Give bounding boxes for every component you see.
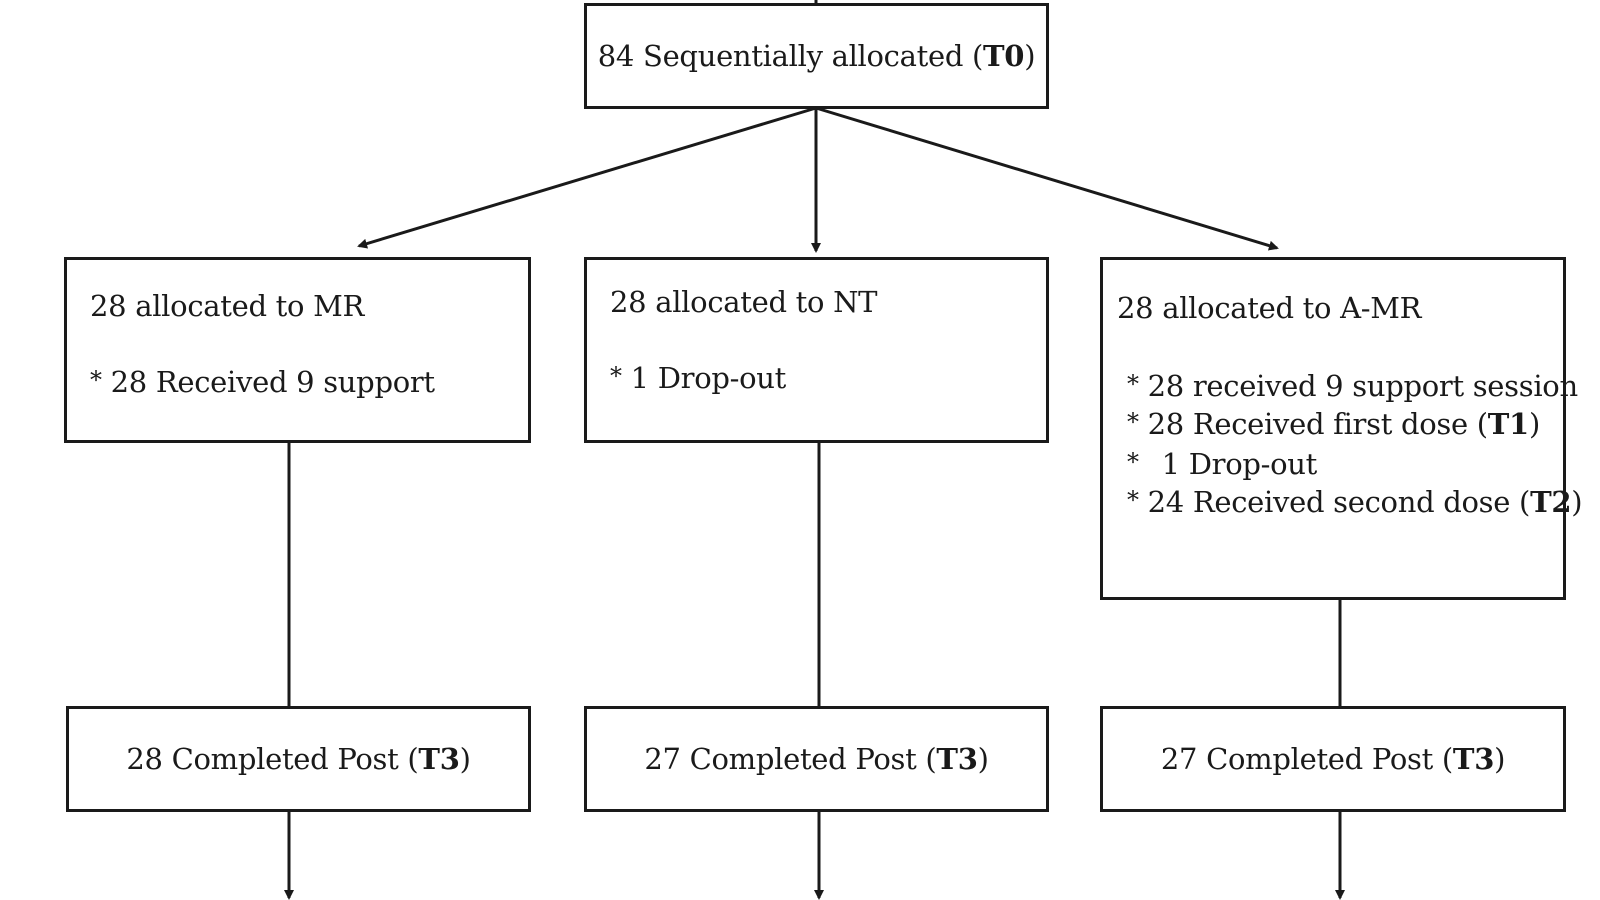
arrow-to-mr: [357, 106, 817, 249]
amr-second-dose-close: ): [1571, 485, 1583, 519]
amr-item-support: * 28 received 9 support session: [1127, 372, 1578, 401]
bullet-star: *: [1127, 486, 1139, 514]
amr-item-dropout: * 1 Drop-out: [1127, 450, 1317, 479]
mr-post-text: 28 Completed Post (: [126, 742, 419, 776]
amr-dropout-text: 1 Drop-out: [1161, 447, 1318, 481]
bullet-star: *: [1127, 408, 1139, 436]
amr-first-dose-text: 28 Received first dose (: [1147, 407, 1488, 441]
bullet-star: *: [610, 362, 622, 390]
amr-first-dose-code: T1: [1487, 407, 1529, 441]
allocation-label: 84 Sequentially allocated (T0): [587, 6, 1046, 106]
nt-post-code: T3: [936, 742, 978, 776]
amr-post-box: 27 Completed Post (T3): [1100, 706, 1566, 812]
nt-post-text: 27 Completed Post (: [644, 742, 937, 776]
allocation-code: T0: [983, 39, 1025, 73]
nt-group-box: 28 allocated to NT * 1 Drop-out: [584, 257, 1049, 443]
bullet-star: *: [1127, 448, 1139, 476]
amr-second-dose-code: T2: [1530, 485, 1572, 519]
amr-first-dose-close: ): [1528, 407, 1540, 441]
bullet-star: *: [1127, 370, 1139, 398]
allocation-text: 84 Sequentially allocated (: [597, 39, 984, 73]
mr-group-box: 28 allocated to MR * 28 Received 9 suppo…: [64, 257, 531, 443]
amr-group-box: 28 allocated to A-MR * 28 received 9 sup…: [1100, 257, 1583, 600]
bullet-star: *: [90, 366, 102, 394]
mr-title: 28 allocated to MR: [90, 289, 365, 323]
amr-item-support-text: 28 received 9 support session: [1147, 369, 1579, 403]
nt-item-dropout: * 1 Drop-out: [610, 364, 786, 393]
amr-post-close: ): [1494, 742, 1506, 776]
nt-post-label: 27 Completed Post (T3): [587, 709, 1046, 809]
arrow-to-amr: [815, 106, 1279, 251]
nt-post-close: ): [977, 742, 989, 776]
mr-post-code: T3: [418, 742, 460, 776]
allocation-box: 84 Sequentially allocated (T0): [584, 3, 1049, 109]
nt-title: 28 allocated to NT: [610, 285, 878, 319]
mr-post-close: ): [459, 742, 471, 776]
allocation-close: ): [1024, 39, 1036, 73]
amr-item-second-dose: * 24 Received second dose (T2): [1127, 485, 1583, 519]
mr-item-received: * 28 Received 9 support: [90, 368, 435, 397]
amr-post-text: 27 Completed Post (: [1160, 742, 1453, 776]
amr-title: 28 allocated to A-MR: [1117, 291, 1422, 325]
mr-item-text: 28 Received 9 support: [110, 365, 435, 399]
nt-item-text: 1 Drop-out: [630, 361, 787, 395]
amr-post-label: 27 Completed Post (T3): [1103, 709, 1563, 809]
amr-post-code: T3: [1452, 742, 1495, 776]
mr-post-box: 28 Completed Post (T3): [66, 706, 531, 812]
mr-post-label: 28 Completed Post (T3): [69, 709, 528, 809]
nt-post-box: 27 Completed Post (T3): [584, 706, 1049, 812]
amr-second-dose-text: 24 Received second dose (: [1147, 485, 1531, 519]
amr-item-first-dose: * 28 Received first dose (T1): [1127, 410, 1540, 439]
